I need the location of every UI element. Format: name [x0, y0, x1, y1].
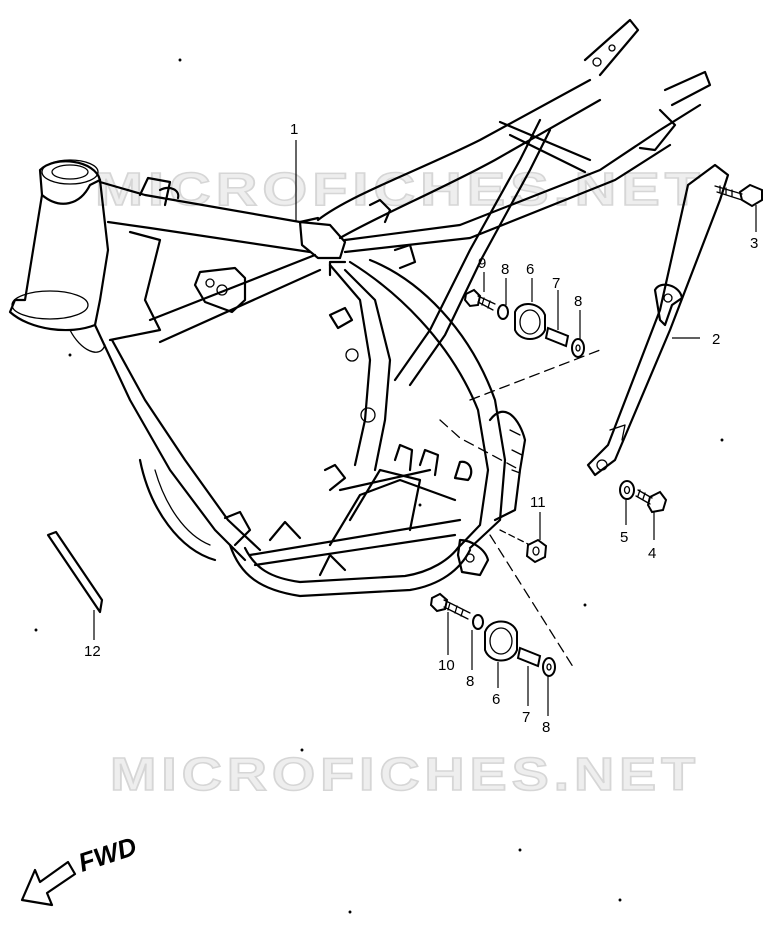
callout-2: 2 — [712, 331, 720, 348]
nut-part-11 — [525, 538, 548, 564]
callout-7-lower: 7 — [522, 709, 530, 726]
callout-8-upper-a: 8 — [501, 261, 509, 278]
main-frame — [8, 18, 712, 598]
callout-12: 12 — [84, 643, 101, 660]
decal-part-12 — [46, 530, 104, 614]
callout-6-upper: 6 — [526, 261, 534, 278]
bolt-part-3 — [714, 183, 763, 208]
lower-mount-hardware — [429, 592, 556, 677]
callout-8-upper-b: 8 — [574, 293, 582, 310]
washer-part-5 — [619, 480, 635, 500]
callout-11: 11 — [530, 494, 546, 511]
watermark-top: MICROFICHES.NET — [95, 163, 705, 215]
forward-direction-label: FWD — [75, 831, 141, 878]
callout-8-lower-b: 8 — [542, 719, 550, 736]
callout-1: 1 — [290, 121, 298, 138]
callout-10-lower: 10 — [438, 657, 455, 674]
forward-arrow-icon — [20, 860, 77, 907]
callout-3: 3 — [750, 235, 758, 252]
callout-9-upper: 9 — [478, 255, 486, 272]
callout-5: 5 — [620, 529, 628, 546]
upper-mount-hardware — [463, 288, 585, 358]
watermark-bottom: MICROFICHES.NET — [110, 748, 700, 800]
callout-7-upper: 7 — [552, 275, 560, 292]
callout-leaders — [93, 140, 757, 716]
callout-8-lower-a: 8 — [466, 673, 474, 690]
callout-4: 4 — [648, 545, 656, 562]
scan-speckles — [34, 58, 724, 914]
callout-6-lower: 6 — [492, 691, 500, 708]
rear-support-strut — [586, 163, 730, 477]
bolt-part-4 — [635, 489, 668, 514]
